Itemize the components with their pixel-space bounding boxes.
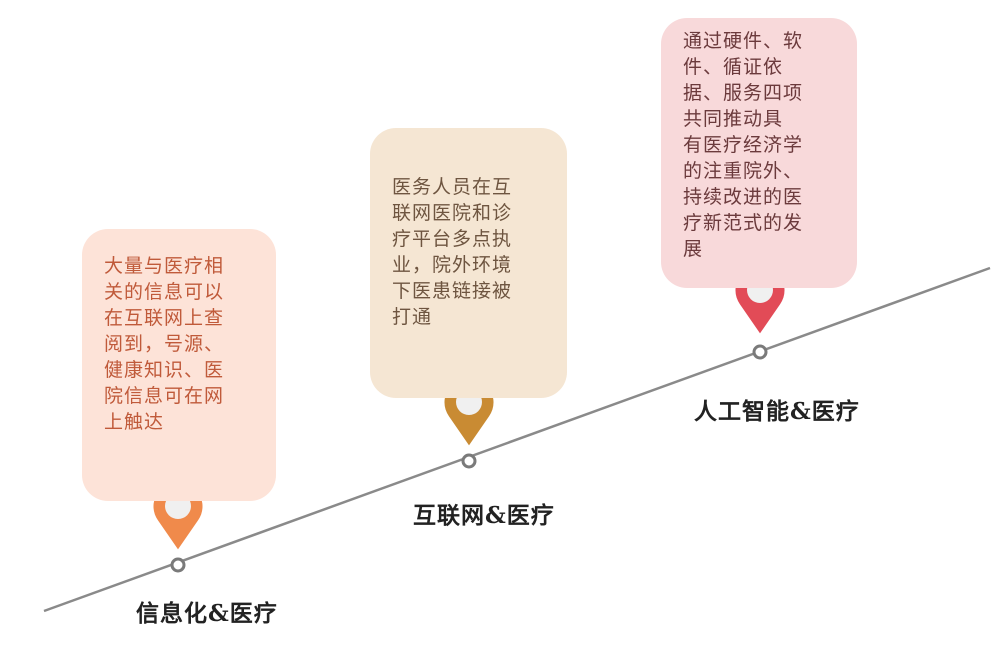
stage-label-2: 互联网&医疗 <box>413 502 555 529</box>
timeline-line <box>43 266 991 613</box>
timeline-node-icon <box>170 557 186 573</box>
stage-label-3: 人工智能&医疗 <box>694 398 860 425</box>
timeline-node-icon <box>752 344 768 360</box>
stage-label-1: 信息化&医疗 <box>136 600 278 627</box>
stage-description-box-3: 通过硬件、软 件、循证依 据、服务四项 共同推动具 有医疗经济学 的注重院外、 … <box>661 18 857 288</box>
timeline-node-icon <box>461 453 477 469</box>
stage-description-box-2: 医务人员在互 联网医院和诊 疗平台多点执 业，院外环境 下医患链接被 打通 <box>370 128 567 398</box>
stage-description-box-1: 大量与医疗相 关的信息可以 在互联网上查 阅到，号源、 健康知识、医 院信息可在… <box>82 229 276 501</box>
